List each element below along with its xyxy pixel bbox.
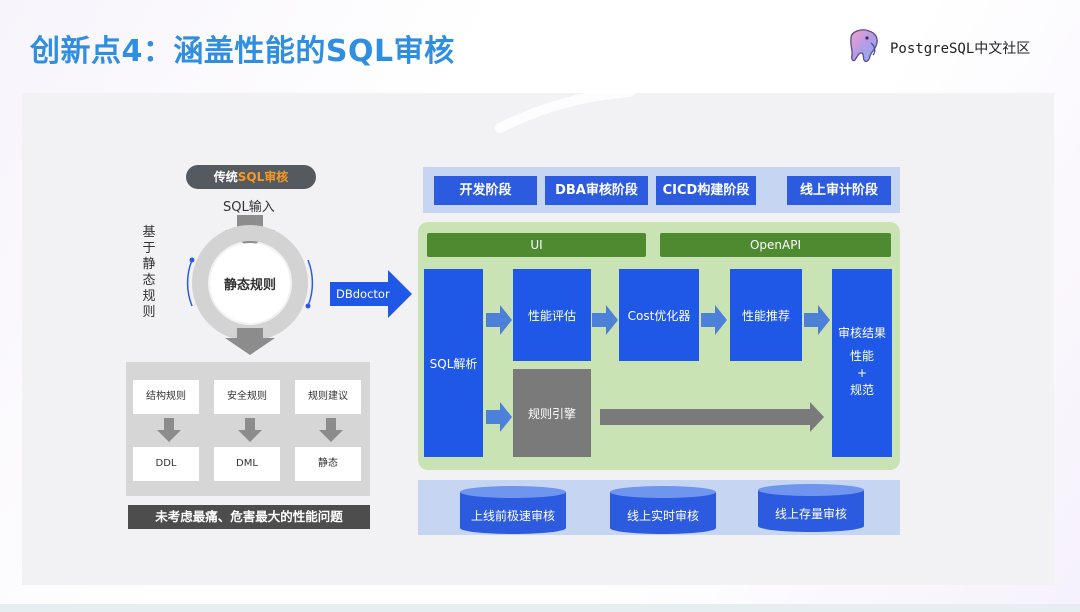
- pill-prefix: 传统: [213, 170, 238, 184]
- result-title: 审核结果: [837, 326, 886, 340]
- static-rule-cycle-diagram: [186, 215, 314, 355]
- slide-title: 创新点4：涵盖性能的SQL审核: [30, 34, 455, 69]
- rule-down-arrows: [157, 418, 343, 442]
- elephant-logo-icon: [850, 29, 878, 63]
- down-arrow-icon: [157, 418, 181, 442]
- right-arrow-icon: [592, 305, 618, 335]
- long-right-arrow-icon: [600, 402, 824, 432]
- stage-cicd: CICD构建阶段: [656, 176, 756, 205]
- audit-result-box: 审核结果 性能 + 规范: [832, 269, 892, 457]
- rule-card-static: 静态: [295, 447, 361, 481]
- down-arrow-icon: [238, 418, 262, 442]
- rule-engine-box: 规则引擎: [513, 369, 591, 457]
- down-arrow-icon: [319, 418, 343, 442]
- openapi-bar: OpenAPI: [660, 233, 891, 257]
- mode-existing: 线上存量审核: [774, 507, 847, 521]
- rule-card-dml: DML: [214, 447, 280, 481]
- traditional-audit-pill: 传统SQL审核: [186, 165, 316, 189]
- static-rule-label: 静态规则: [223, 278, 276, 293]
- dbdoctor-label: DBdoctor: [336, 287, 390, 301]
- stage-online-audit: 线上审计阶段: [787, 176, 891, 205]
- stage-dev: 开发阶段: [434, 176, 537, 205]
- pill-highlight: SQL审核: [237, 170, 289, 184]
- flow-arrows: [486, 305, 830, 432]
- result-plus: +: [856, 366, 868, 380]
- rule-card-suggestion: 规则建议: [295, 380, 361, 414]
- logo-text: PostgreSQL中文社区: [890, 41, 1031, 57]
- down-arrow-icon: [225, 328, 275, 355]
- sql-parse-box: SQL解析: [424, 269, 483, 457]
- static-rule-vertical-label: 基于静态规则: [142, 225, 156, 320]
- cost-optimizer-box: Cost优化器: [619, 269, 699, 361]
- right-arrow-icon: [486, 402, 512, 432]
- cylinder-icon: [610, 486, 716, 534]
- audit-mode-cylinders: [460, 484, 864, 534]
- perf-recommend-box: 性能推荐: [730, 269, 802, 361]
- bottom-strip: [0, 604, 1080, 612]
- perf-eval-box: 性能评估: [513, 269, 591, 361]
- dbdoctor-arrow-icon: [330, 270, 412, 318]
- stage-dba-review: DBA审核阶段: [545, 176, 648, 205]
- result-line1: 性能: [849, 349, 874, 363]
- mode-realtime: 线上实时审核: [626, 509, 699, 523]
- decorative-swoosh: [495, 88, 635, 133]
- sql-input-label: SQL输入: [223, 200, 275, 215]
- right-arrow-icon: [486, 305, 512, 335]
- rule-card-structure: 结构规则: [133, 380, 199, 414]
- ui-bar: UI: [427, 233, 646, 257]
- result-line2: 规范: [849, 383, 874, 397]
- right-arrow-icon: [701, 305, 727, 335]
- limitation-banner: 未考虑最痛、危害最大的性能问题: [128, 505, 370, 529]
- rule-card-security: 安全规则: [214, 380, 280, 414]
- cylinder-icon: [758, 484, 864, 532]
- rule-card-ddl: DDL: [133, 447, 199, 481]
- mode-pre-release: 上线前极速审核: [470, 509, 555, 523]
- cylinder-icon: [460, 486, 566, 534]
- right-arrow-icon: [804, 305, 830, 335]
